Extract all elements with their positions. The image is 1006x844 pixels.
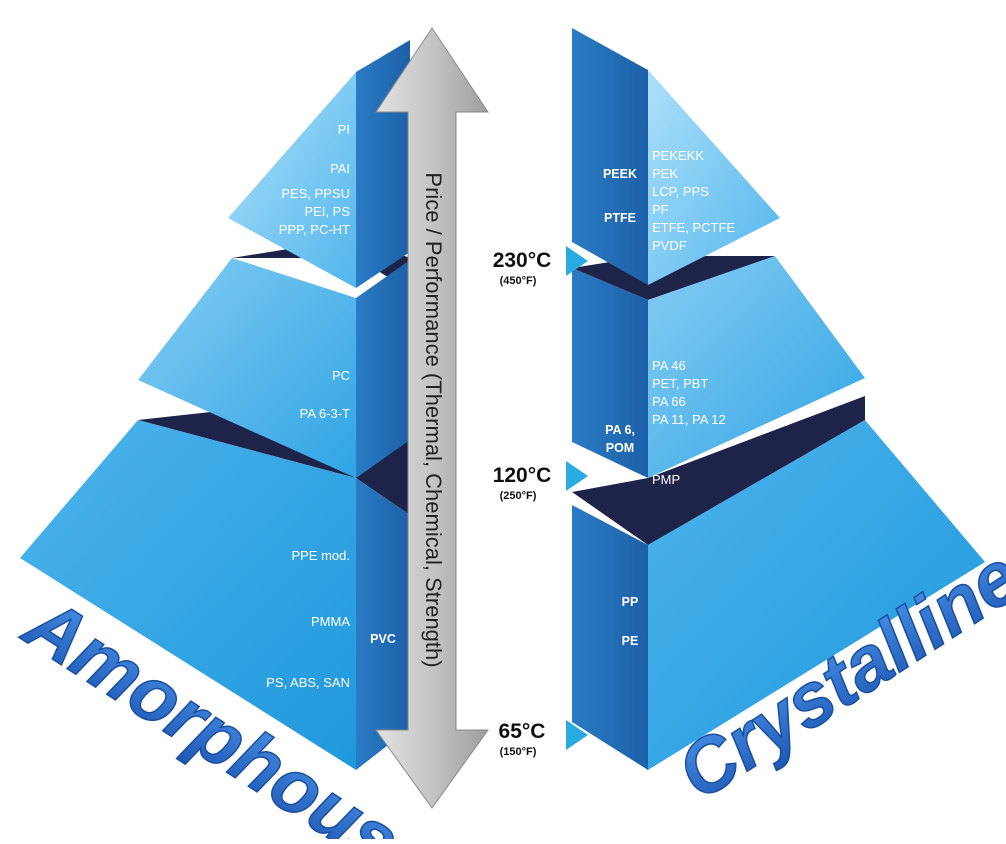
temperature-celsius: 230°C [493,249,552,272]
material-label: PPP, PC-HT [279,222,350,237]
material-label: PA 46 [652,358,686,373]
amorphous-bottom-side [356,478,410,770]
material-label: PMMA [311,614,350,629]
material-label: PA 66 [652,394,686,409]
amorphous-middle-side [356,260,410,478]
axis-label: Price / Performance (Thermal, Chemical, … [421,172,446,667]
material-label: ETFE, PCTFE [652,220,735,235]
material-label: PMP [652,472,680,487]
material-label: PPE mod. [291,548,350,563]
crystalline-bottom-face [648,420,985,770]
material-label: PA 11, PA 12 [652,412,726,427]
amorphous-middle-face [138,258,356,478]
material-label: PF [652,202,669,217]
material-label-bold: PE [622,634,639,648]
amorphous-top-face [228,72,356,288]
material-label: PET, PBT [652,376,708,391]
temperature-celsius: 65°C [499,720,546,743]
material-label: PC [332,368,350,383]
pointer-triangle-icon [566,461,588,491]
pointer-triangle-icon [566,720,588,750]
material-label: PEI, PS [304,204,350,219]
temperature-fahrenheit: (250°F) [500,490,537,502]
amorphous-bottom-face [20,420,356,770]
material-label-bold: POM [606,441,634,455]
crystalline-middle-side [572,268,648,478]
material-label: PS, ABS, SAN [266,675,350,690]
material-label-bold: PEEK [603,167,637,181]
material-label-bold: PP [622,595,639,609]
price-performance-arrow: Price / Performance (Thermal, Chemical, … [375,27,489,809]
arrow-shape [375,27,489,809]
crystalline-pyramid [572,28,985,770]
material-label: PEK [652,166,678,181]
material-label: PVDF [652,238,687,253]
crystalline-middle-face [648,256,865,478]
material-label: PES, PPSU [281,186,350,201]
material-label: LCP, PPS [652,184,709,199]
amorphous-labels: PI PAI PES, PPSU PEI, PS PPP, PC-HT PC P… [266,122,396,690]
crystalline-labels: PEEK PTFE PEKEKK PEK LCP, PPS PF ETFE, P… [603,148,735,648]
crystalline-top-side [572,28,648,285]
material-label: PEKEKK [652,148,704,163]
material-label-bold: PTFE [604,211,636,225]
temperature-celsius: 120°C [493,464,552,487]
temperature-fahrenheit: (150°F) [500,746,537,758]
material-label: PA 6-3-T [300,406,350,421]
amorphous-pyramid [20,40,410,770]
material-label: PAI [330,161,350,176]
crystalline-top-face [648,70,780,285]
material-label-bold: PVC [370,632,396,646]
material-label: PI [338,122,350,137]
pointer-triangle-icon [566,246,588,276]
material-label-bold: PA 6, [605,423,635,437]
temperature-markers: 230°C (450°F) 120°C (250°F) 65°C (150°F) [493,246,588,758]
crystalline-connector-lower [572,396,865,545]
temperature-fahrenheit: (450°F) [500,275,537,287]
crystalline-bottom-side [572,505,648,770]
